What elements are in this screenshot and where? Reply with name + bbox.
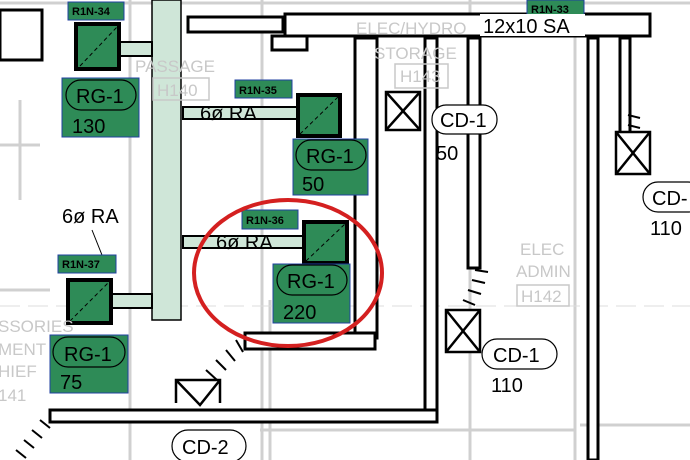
room-number: H143 xyxy=(400,67,441,86)
room-number: H140 xyxy=(157,81,198,100)
ra-duct-label: 6ø RA xyxy=(216,232,273,254)
grille-type: RG-1 xyxy=(287,271,335,293)
diffuser-cfm: 110 xyxy=(491,375,523,397)
grille-cfm: 75 xyxy=(60,372,82,394)
room-name: ELEC/HYDRO xyxy=(356,19,467,38)
grille-cfm: 50 xyxy=(302,174,324,196)
room-name: ADMIN xyxy=(516,262,571,281)
grille-type: RG-1 xyxy=(64,344,112,366)
diffuser-type: CD- xyxy=(652,188,688,210)
grille-label-pills xyxy=(52,79,367,368)
leader-line xyxy=(91,229,103,256)
grille-cfm: 220 xyxy=(283,302,316,324)
tag-r1n-36: R1N-36 xyxy=(246,215,284,227)
room-name: SSORIES xyxy=(0,317,74,336)
ra-branches xyxy=(111,41,304,309)
tag-r1n-35: R1N-35 xyxy=(239,85,277,97)
diffuser-type: CD-1 xyxy=(493,345,540,367)
diffuser-type: CD-2 xyxy=(182,437,229,459)
ra-duct-label: 6ø RA xyxy=(200,103,257,125)
return-grilles xyxy=(66,22,349,325)
equipment-tags xyxy=(57,0,585,274)
room-number-box xyxy=(516,284,570,307)
diffuser-pills xyxy=(171,104,690,460)
diffuser-cfm: 50 xyxy=(436,143,458,165)
room-name: MENT xyxy=(0,340,46,359)
room-number-box xyxy=(152,77,210,101)
room-number: 141 xyxy=(0,386,26,405)
room-name: HIEF xyxy=(0,362,37,381)
supply-duct-label: 12x10 SA xyxy=(483,16,570,38)
diffuser-symbols xyxy=(174,90,652,407)
room-number: H142 xyxy=(521,287,562,306)
room-name: ELEC xyxy=(520,240,564,259)
return-air-duct xyxy=(151,0,182,321)
grille-label-boxes xyxy=(49,77,369,394)
diffuser-type: CD-1 xyxy=(440,110,487,132)
grille-type: RG-1 xyxy=(76,86,124,108)
flex-duct xyxy=(15,114,641,459)
grille-cfm: 130 xyxy=(72,116,105,138)
tag-r1n-33: R1N-33 xyxy=(531,4,569,16)
ra-duct-label: 6ø RA xyxy=(62,206,119,228)
room-name: STORAGE xyxy=(374,44,457,63)
grille-type: RG-1 xyxy=(306,146,354,168)
diffuser-cfm: 110 xyxy=(650,218,682,240)
highlight-circle xyxy=(192,198,384,348)
room-name: PASSAGE xyxy=(135,57,215,76)
label-background xyxy=(480,14,585,36)
tag-r1n-37: R1N-37 xyxy=(62,259,100,271)
tag-r1n-34: R1N-34 xyxy=(72,6,111,18)
room-number-box xyxy=(394,63,449,89)
